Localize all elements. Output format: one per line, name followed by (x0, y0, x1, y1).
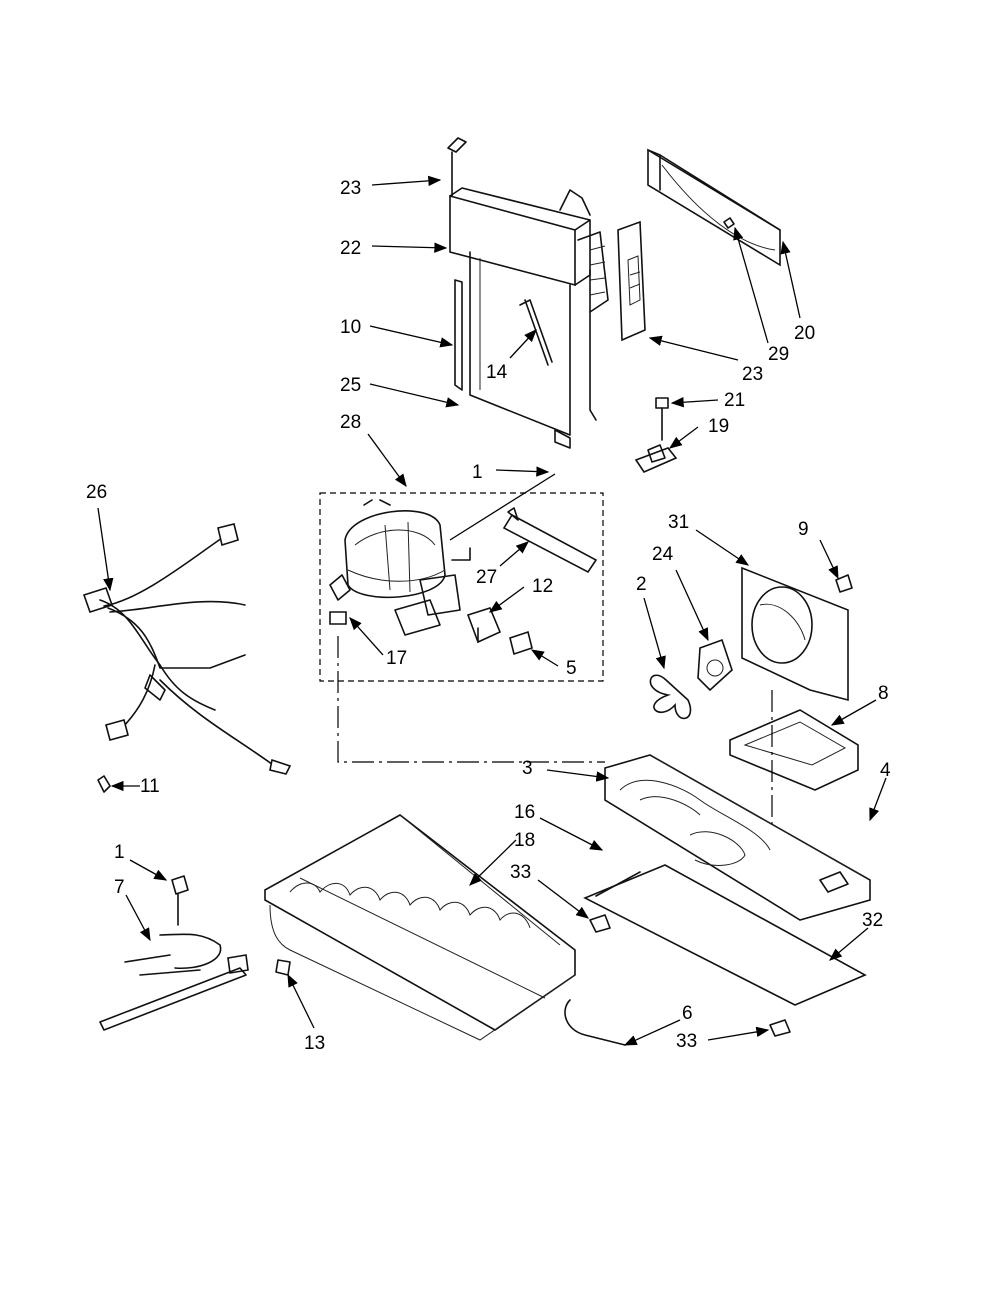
label-1-lower: 1 (114, 842, 125, 863)
label-27: 27 (476, 567, 497, 588)
label-14: 14 (486, 362, 508, 383)
label-22: 22 (340, 238, 361, 259)
condenser-coil (264, 814, 576, 1041)
compressor-group-box (319, 492, 604, 682)
label-16: 16 (514, 802, 535, 823)
label-32: 32 (862, 910, 883, 931)
fan-motor-and-blade (649, 638, 733, 720)
label-7: 7 (114, 877, 125, 898)
label-6: 6 (682, 1003, 693, 1024)
wire-clip (97, 775, 111, 793)
label-33-lower: 33 (676, 1031, 697, 1052)
label-2: 2 (636, 574, 647, 595)
label-10: 10 (340, 317, 361, 338)
label-33-upper: 33 (510, 862, 531, 883)
clip-and-screw (634, 397, 678, 474)
label-12: 12 (532, 576, 553, 597)
label-21: 21 (724, 390, 745, 411)
fan-shroud (741, 566, 853, 702)
label-23-top: 23 (340, 178, 361, 199)
label-29: 29 (768, 344, 789, 365)
leader-lines (97, 175, 887, 1046)
label-3: 3 (522, 758, 533, 779)
label-23-right: 23 (742, 364, 763, 385)
wire-harness-lower (99, 875, 249, 1031)
air-duct-channel (647, 148, 781, 267)
wiring-harness (82, 523, 292, 775)
label-18: 18 (514, 830, 535, 851)
label-26: 26 (86, 482, 107, 503)
side-bracket (617, 220, 646, 342)
label-19: 19 (708, 416, 729, 437)
label-31: 31 (668, 512, 689, 533)
label-5: 5 (566, 658, 577, 679)
label-9: 9 (798, 519, 809, 540)
label-13: 13 (304, 1033, 325, 1054)
relay-and-overload (329, 607, 533, 656)
label-17: 17 (386, 648, 407, 669)
label-25: 25 (340, 375, 361, 396)
machine-compartment-base (604, 754, 871, 921)
condenser-panel-assembly (447, 137, 609, 449)
label-8: 8 (878, 683, 889, 704)
label-11: 11 (140, 776, 160, 797)
reference-line (337, 636, 605, 763)
label-20: 20 (794, 323, 815, 344)
label-24: 24 (652, 544, 674, 565)
compressor (329, 499, 471, 636)
label-4: 4 (880, 760, 891, 781)
label-28: 28 (340, 412, 361, 433)
base-tray (729, 709, 859, 791)
drain-pan (583, 864, 867, 1037)
label-1-upper: 1 (472, 462, 483, 483)
defrost-heater (564, 999, 626, 1046)
filter-drier (502, 507, 598, 574)
